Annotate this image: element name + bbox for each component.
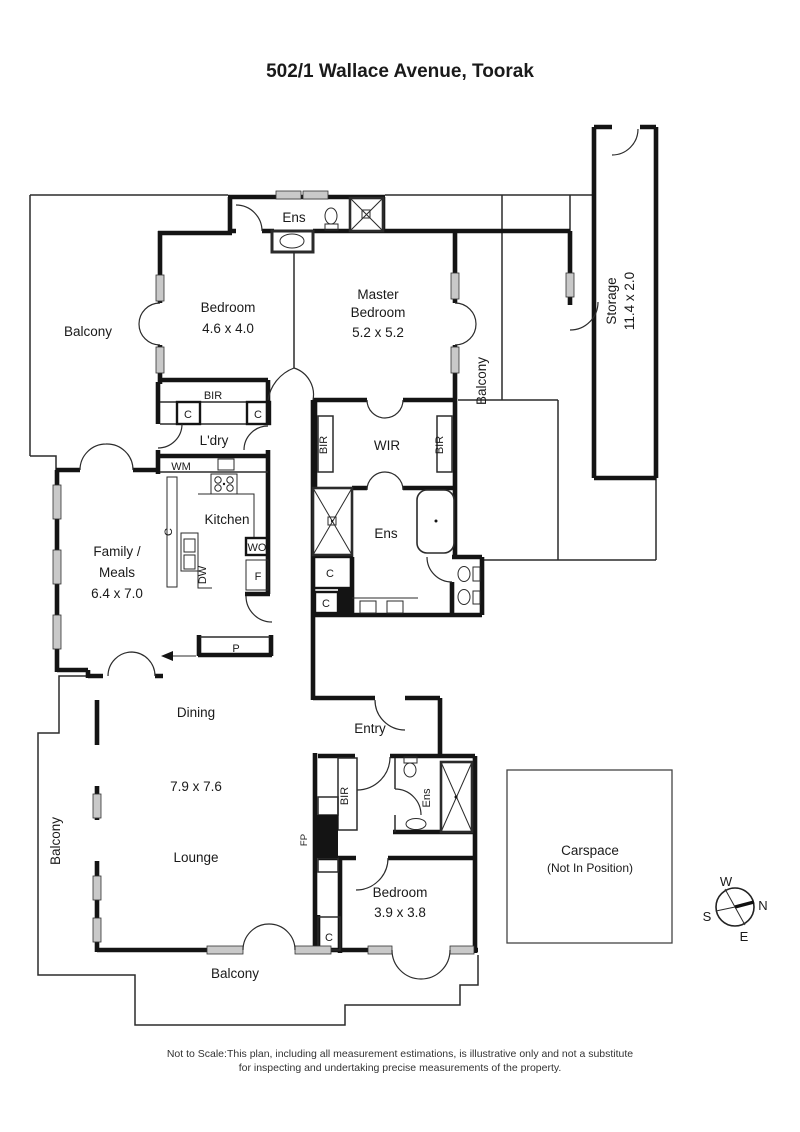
label-bedroom3: Bedroom bbox=[373, 885, 428, 900]
page-title: 502/1 Wallace Avenue, Toorak bbox=[266, 61, 534, 82]
label-lounge: Lounge bbox=[173, 850, 218, 865]
label-pantry: P bbox=[232, 643, 239, 655]
label-bedroom3-dims: 3.9 x 3.8 bbox=[374, 905, 426, 920]
label-bir-bed3: BIR bbox=[339, 787, 351, 805]
label-storage: Storage bbox=[604, 277, 619, 324]
compass-west: W bbox=[720, 874, 733, 889]
label-family-dims: 6.4 x 7.0 bbox=[91, 586, 143, 601]
vanity-master-ens bbox=[352, 597, 418, 614]
label-wall-oven: WO bbox=[248, 542, 267, 554]
label-closet-row-right: C bbox=[254, 409, 262, 421]
label-carspace-note: (Not In Position) bbox=[547, 861, 633, 875]
label-family-line1: Family / bbox=[93, 544, 140, 559]
cooktop-icon bbox=[210, 473, 238, 495]
vanity-top-ens bbox=[270, 229, 315, 254]
label-balcony-bottom: Balcony bbox=[211, 966, 259, 981]
shower-master-ens bbox=[311, 486, 354, 557]
compass-east: E bbox=[740, 929, 749, 944]
windows bbox=[52, 190, 575, 955]
footer-line2: for inspecting and undertaking precise m… bbox=[239, 1062, 562, 1074]
toilet-master-ens bbox=[457, 566, 481, 605]
footer-line1: Not to Scale:This plan, including all me… bbox=[167, 1048, 633, 1060]
label-master-dims: 5.2 x 5.2 bbox=[352, 325, 404, 340]
label-dishwasher: DW bbox=[197, 565, 209, 584]
label-dining: Dining bbox=[177, 705, 215, 720]
door-arcs bbox=[79, 128, 639, 980]
label-closet-kitchen: C bbox=[163, 528, 175, 536]
shower-bed3-ens bbox=[439, 760, 474, 834]
pantry-arrow bbox=[161, 651, 196, 661]
label-closet-ens1: C bbox=[326, 568, 334, 580]
label-family-line2: Meals bbox=[99, 565, 135, 580]
compass-icon bbox=[715, 887, 755, 927]
label-bir-wir-left: BIR bbox=[318, 436, 330, 454]
laundry-tub bbox=[217, 458, 235, 471]
label-fridge: F bbox=[255, 571, 262, 583]
label-bir-wir-right: BIR bbox=[434, 436, 446, 454]
label-ens-top: Ens bbox=[282, 210, 306, 225]
label-closet-bed3: C bbox=[325, 932, 333, 944]
toilet-top-ens bbox=[324, 207, 339, 231]
balcony-outlines bbox=[29, 194, 657, 1026]
toilet-bed3-ens bbox=[403, 756, 427, 830]
shower-top-ens bbox=[348, 196, 385, 233]
label-laundry: L'dry bbox=[200, 433, 229, 448]
compass-south: S bbox=[703, 909, 712, 924]
label-closet-row-left: C bbox=[184, 409, 192, 421]
label-master-line2: Bedroom bbox=[351, 305, 406, 320]
label-master-line1: Master bbox=[357, 287, 399, 302]
fireplace-block bbox=[315, 815, 338, 858]
label-balcony-right: Balcony bbox=[474, 357, 489, 405]
label-bir-top: BIR bbox=[204, 390, 222, 402]
label-ens-master: Ens bbox=[374, 526, 398, 541]
compass-north: N bbox=[758, 898, 767, 913]
partitions bbox=[160, 253, 453, 951]
label-entry: Entry bbox=[354, 721, 386, 736]
label-storage-dims: 11.4 x 2.0 bbox=[622, 272, 637, 330]
label-washing-machine: WM bbox=[171, 461, 191, 473]
label-balcony-top-left: Balcony bbox=[64, 324, 112, 339]
label-living-dims: 7.9 x 7.6 bbox=[170, 779, 222, 794]
label-closet-ens2: C bbox=[322, 598, 330, 610]
label-fireplace: FP bbox=[299, 834, 310, 846]
carspace-box bbox=[506, 769, 673, 944]
label-bedroom2: Bedroom bbox=[201, 300, 256, 315]
label-kitchen: Kitchen bbox=[204, 512, 249, 527]
label-balcony-bottom-left: Balcony bbox=[48, 817, 63, 865]
label-wir: WIR bbox=[374, 438, 400, 453]
label-carspace: Carspace bbox=[561, 843, 619, 858]
basin-top-ens bbox=[279, 233, 305, 249]
label-bedroom2-dims: 4.6 x 4.0 bbox=[202, 321, 254, 336]
fixtures bbox=[161, 196, 481, 834]
bath bbox=[416, 489, 455, 554]
walls bbox=[54, 124, 659, 953]
label-ens-bed3: Ens bbox=[421, 788, 433, 807]
